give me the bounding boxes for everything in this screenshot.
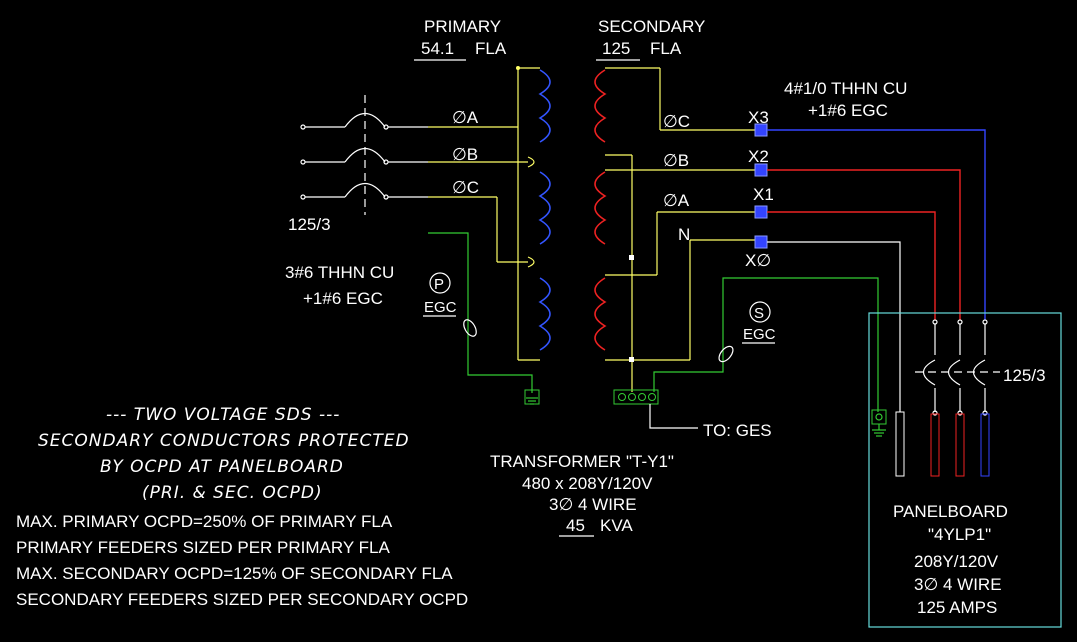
phase-a-bus: [930, 413, 940, 477]
secondary-fla-value: 125: [602, 39, 630, 58]
primary-label: PRIMARY: [424, 17, 501, 36]
panelboard-line5: 125 AMPS: [917, 598, 997, 617]
primary-egc: P EGC: [423, 232, 540, 405]
sizing-rules: MAX. PRIMARY OCPD=250% OF PRIMARY FLA PR…: [16, 512, 468, 609]
terminal-x0: X∅: [745, 251, 771, 270]
note-title: --- TWO VOLTAGE SDS ---: [106, 405, 340, 425]
neutral-junction-bottom: [629, 357, 634, 362]
panelboard-line4: 3∅ 4 WIRE: [914, 575, 1002, 594]
secondary-egc: S EGC TO: GES: [613, 277, 879, 440]
secondary-coils: [594, 69, 607, 351]
transformer-description: TRANSFORMER "T-Y1" 480 x 208Y/120V 3∅ 4 …: [490, 452, 674, 537]
secondary-feeder-line2: +1#6 EGC: [808, 101, 888, 120]
terminal-x1: X1: [753, 185, 774, 204]
primary-egc-marker: P: [434, 276, 444, 293]
note-line-2: BY OCPD AT PANELBOARD: [100, 457, 344, 477]
secondary-fla-unit: FLA: [650, 39, 682, 58]
note-line-1: SECONDARY CONDUCTORS PROTECTED: [38, 431, 410, 451]
primary-phase-c: ∅C: [452, 178, 479, 197]
primary-phase-b: ∅B: [452, 145, 478, 164]
primary-coils: [538, 69, 551, 351]
secondary-phase-b: ∅B: [663, 151, 689, 170]
rule-1: MAX. PRIMARY OCPD=250% OF PRIMARY FLA: [16, 512, 393, 531]
panelboard-line1: PANELBOARD: [893, 502, 1008, 521]
phase-c-bus: [980, 413, 990, 477]
primary-breaker-rating: 125/3: [288, 215, 331, 234]
terminal-x3: X3: [748, 108, 769, 127]
primary-fla-unit: FLA: [475, 39, 507, 58]
transformer-line3: 3∅ 4 WIRE: [549, 495, 637, 514]
secondary-egc-marker: S: [754, 305, 764, 322]
primary-breaker: 125/3: [288, 95, 428, 234]
transformer-kva-unit: KVA: [600, 516, 633, 535]
secondary-feeder-line1: 4#1/0 THHN CU: [784, 79, 907, 98]
panelboard-enclosure: [868, 312, 1062, 628]
secondary-egc-label: EGC: [743, 326, 776, 343]
panelboard-line3: 208Y/120V: [914, 552, 999, 571]
primary-fla-value: 54.1: [421, 39, 454, 58]
secondary-phase-c: ∅C: [663, 112, 690, 131]
primary-junction: [516, 66, 520, 70]
rule-2: PRIMARY FEEDERS SIZED PER PRIMARY FLA: [16, 538, 390, 557]
neutral-junction-top: [629, 255, 634, 260]
transformer-line1: TRANSFORMER "T-Y1": [490, 452, 674, 471]
panelboard-breaker-rating: 125/3: [1003, 366, 1046, 385]
panelboard-main-breaker: [915, 319, 1000, 416]
primary-phase-a: ∅A: [452, 108, 479, 127]
neutral-bus: [895, 411, 905, 477]
primary-egc-label: EGC: [424, 299, 457, 316]
panel-ground-bar: [871, 409, 887, 425]
ground-bar: [613, 389, 659, 405]
transformer-line2: 480 x 208Y/120V: [522, 474, 653, 493]
note-line-3: (PRI. & SEC. OCPD): [142, 483, 323, 503]
terminal-x2: X2: [748, 147, 769, 166]
terminal-blocks: [754, 123, 768, 249]
primary-wires: [428, 67, 540, 361]
transformer-kva-value: 45: [566, 516, 585, 535]
secondary-phase-a: ∅A: [663, 191, 690, 210]
primary-feeder-line2: +1#6 EGC: [303, 289, 383, 308]
secondary-feeders: [767, 129, 986, 412]
secondary-neutral: N: [678, 225, 690, 244]
handwritten-notes: --- TWO VOLTAGE SDS --- SECONDARY CONDUC…: [38, 405, 410, 503]
secondary-label: SECONDARY: [598, 17, 705, 36]
panelboard: 125/3 PANELBOARD "4YLP1" 208Y/120V 3∅ 4 …: [868, 312, 1062, 628]
primary-feeder-line1: 3#6 THHN CU: [285, 263, 394, 282]
rule-3: MAX. SECONDARY OCPD=125% OF SECONDARY FL…: [16, 564, 453, 583]
ges-label: TO: GES: [703, 421, 772, 440]
phase-b-bus: [955, 413, 965, 477]
panelboard-line2: "4YLP1": [928, 525, 991, 544]
rule-4: SECONDARY FEEDERS SIZED PER SECONDARY OC…: [16, 590, 468, 609]
